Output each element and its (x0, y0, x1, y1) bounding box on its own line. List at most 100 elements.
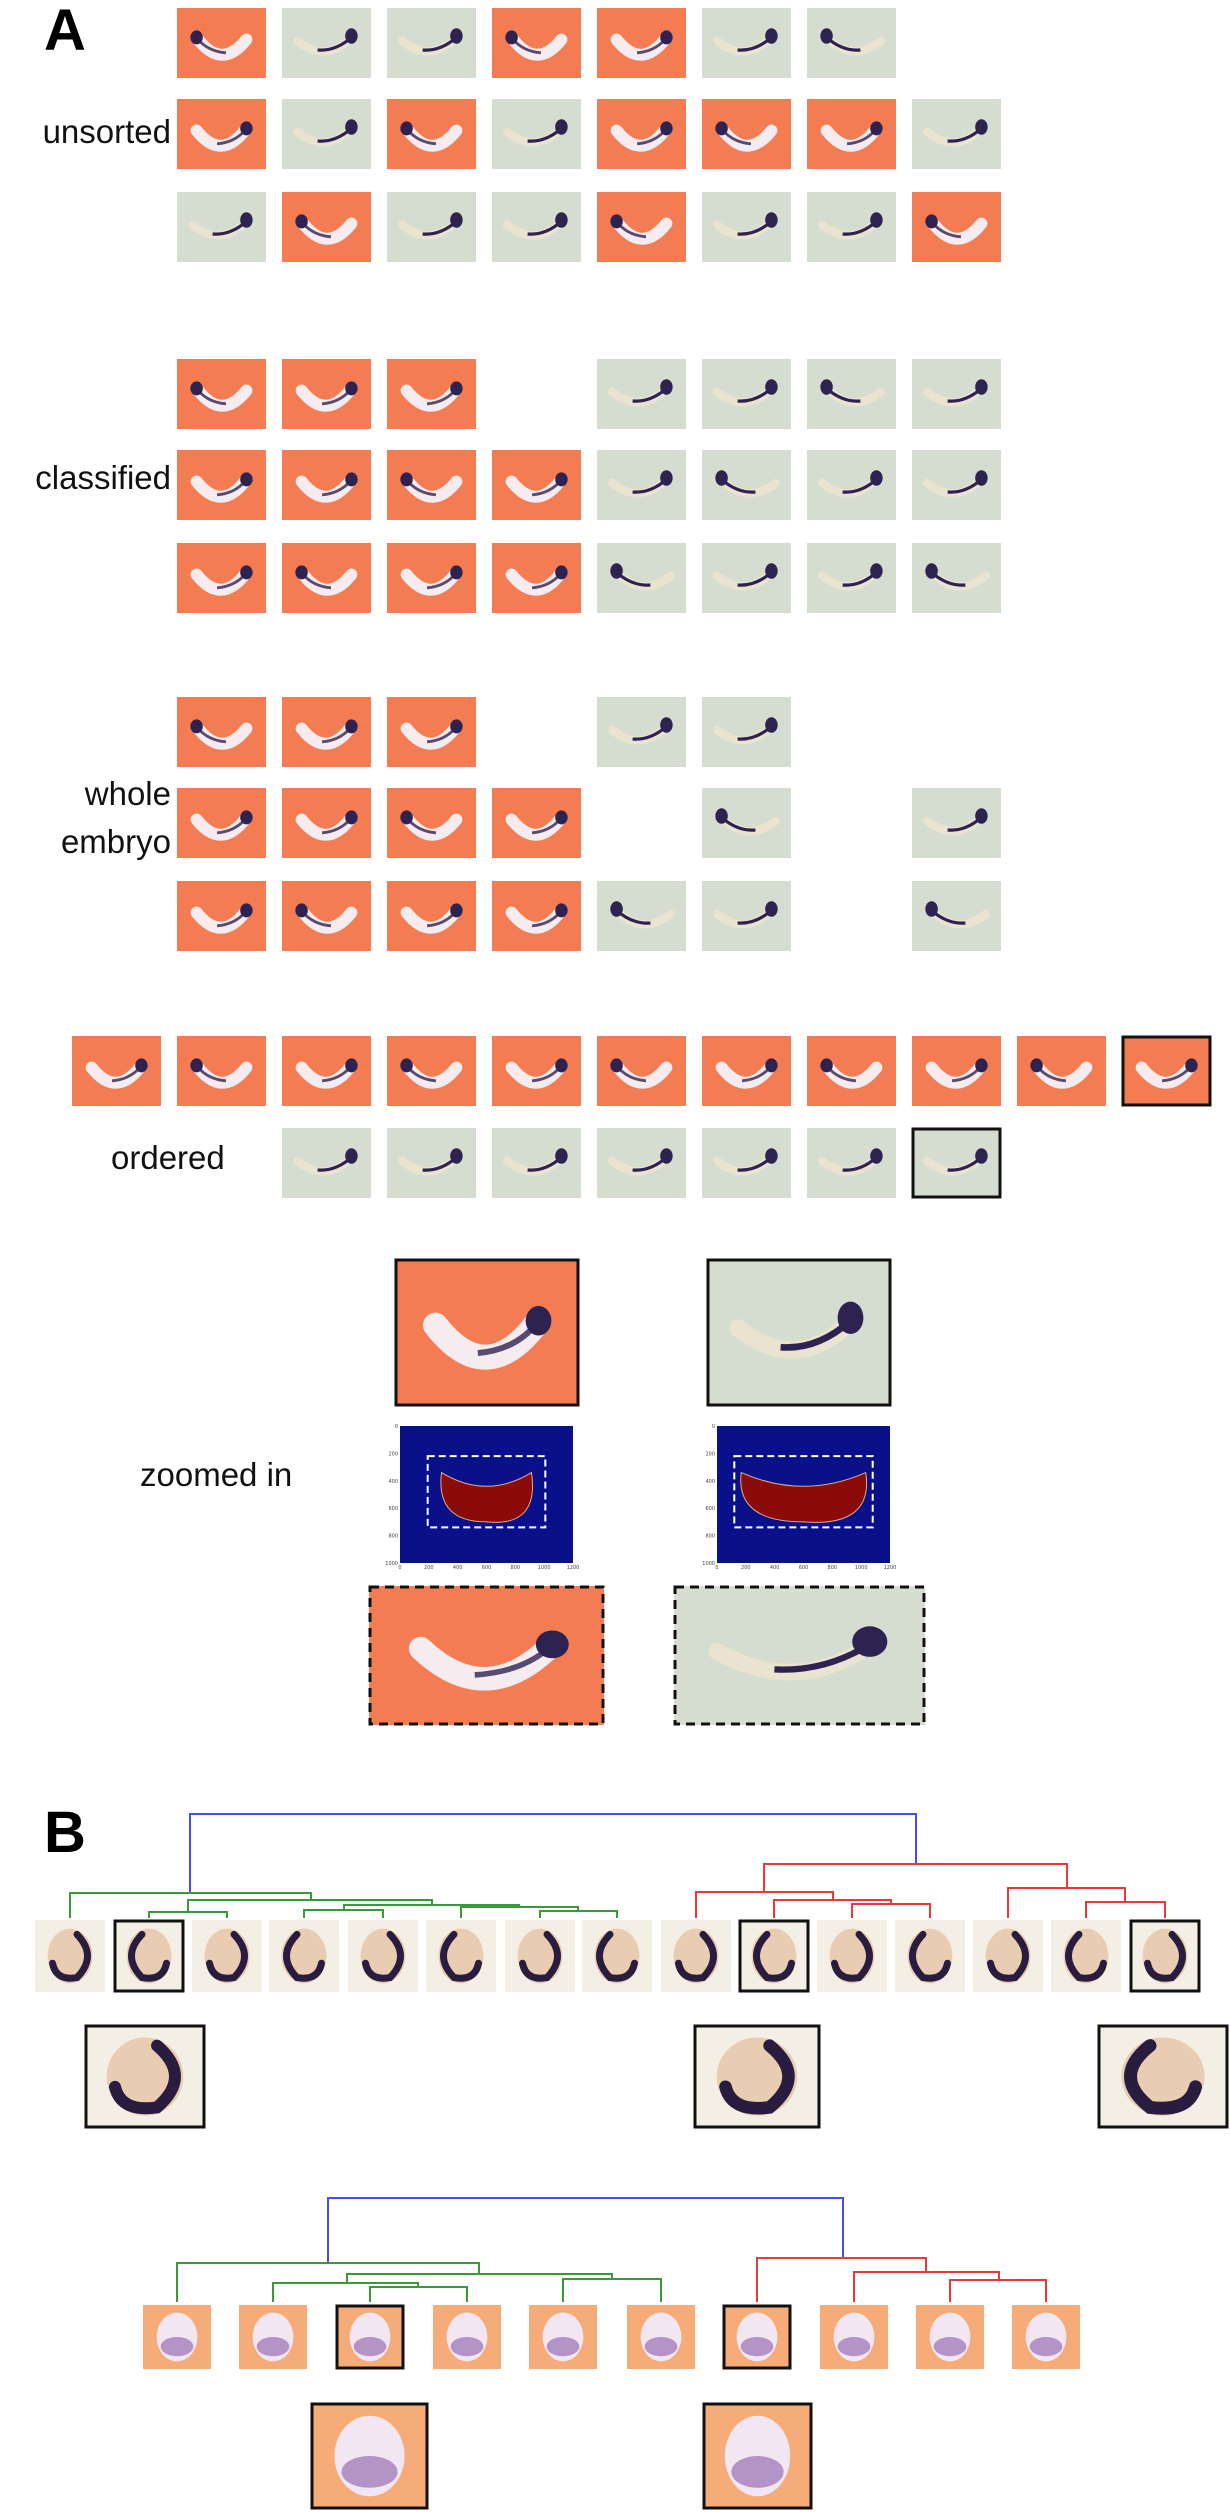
thumbnail-background (1122, 1036, 1211, 1106)
tadpole-head (870, 121, 883, 136)
y-tick-label: 400 (388, 1479, 398, 1485)
y-tick-label: 800 (705, 1534, 715, 1540)
stain-pattern (49, 1930, 91, 1982)
ordered-thumbnail (597, 1128, 686, 1198)
thumbnail-background (282, 192, 371, 262)
thumbnail-background (177, 697, 266, 767)
tadpole-head (240, 121, 253, 136)
unsorted-thumbnail (282, 192, 371, 262)
highlight-frame (673, 1585, 926, 1726)
highlight-frame (693, 2024, 821, 2129)
thumbnail-background (282, 359, 371, 429)
classified-thumbnail (177, 359, 266, 429)
tadpole-head (975, 470, 988, 486)
classified-thumbnail (282, 543, 371, 613)
unsorted-thumbnail (912, 99, 1001, 169)
ordered-thumbnail (807, 1128, 896, 1198)
tadpole-head (975, 1058, 988, 1073)
thumbnail-background (387, 99, 476, 169)
stain-pattern (128, 1930, 170, 1982)
highlight-frame (310, 2402, 429, 2510)
thumbnail-background (369, 1586, 604, 1725)
dendrogram-link (763, 1863, 1068, 1892)
tadpole-head (240, 472, 253, 487)
thumbnail-background (387, 359, 476, 429)
tadpole-head (765, 563, 778, 579)
x-tick-label: 0 (398, 1565, 401, 1571)
thumbnail-background (597, 1036, 686, 1106)
dendrogram-link (1007, 1887, 1126, 1918)
classified-thumbnail (912, 543, 1001, 613)
stain-pattern (909, 1930, 951, 1982)
unsorted-thumbnail (912, 192, 1001, 262)
tadpole-head (345, 119, 358, 135)
tadpole-head (345, 28, 358, 44)
tadpole-head (765, 1148, 778, 1164)
whole-embryo-thumbnail (597, 697, 686, 767)
dendrogram-leaf-image (973, 1920, 1043, 1992)
tadpole-head (975, 808, 988, 824)
tadpole-head (240, 810, 253, 825)
tadpole-head (610, 901, 623, 917)
tadpole-head (1030, 1058, 1043, 1073)
tadpole-head (1185, 1058, 1198, 1073)
thumbnail-background (912, 1036, 1001, 1106)
x-tick-label: 400 (453, 1565, 463, 1571)
panel-label-b: B (44, 1800, 86, 1865)
stain-pattern (933, 2337, 967, 2357)
dendrogram-leaf-image (661, 1920, 731, 1992)
dendrogram-leaf-image (143, 2305, 211, 2369)
dendrogram-leaf-image (916, 2305, 984, 2369)
highlight-frame (1121, 1035, 1212, 1107)
dendrogram-leaf-image (1051, 1920, 1121, 1992)
ordered-thumbnail (597, 1036, 686, 1106)
dendrogram-leaf-image (722, 2304, 792, 2370)
ordered-thumbnail (911, 1127, 1002, 1199)
representative-image (693, 2024, 821, 2129)
dendrogram-link (1085, 1901, 1166, 1918)
stain-pattern (1065, 1930, 1107, 1982)
tadpole-head (660, 717, 673, 733)
stain-pattern (283, 1930, 325, 1982)
unsorted-thumbnail (702, 192, 791, 262)
highlight-frame (738, 1919, 810, 1993)
tadpole-head (450, 719, 463, 734)
unsorted-thumbnail (597, 99, 686, 169)
highlight-frame (702, 2402, 813, 2510)
thumbnail-background (492, 881, 581, 951)
tadpole-head (660, 1148, 673, 1164)
unsorted-thumbnail (282, 99, 371, 169)
ordered-thumbnail (387, 1036, 476, 1106)
highlight-frame (722, 2304, 792, 2370)
classified-thumbnail (387, 543, 476, 613)
tadpole-head (450, 212, 463, 228)
dendrogram-leaf-image (348, 1920, 418, 1992)
thumbnail-background (282, 450, 371, 520)
tadpole-head (610, 563, 623, 579)
x-tick-label: 1000 (538, 1565, 551, 1571)
whole-embryo-thumbnail (282, 788, 371, 858)
dendrogram-link (695, 1891, 834, 1918)
thumbnail-background (387, 543, 476, 613)
classified-thumbnail (597, 450, 686, 520)
tadpole-head (345, 381, 358, 396)
dendrogram-link (69, 1892, 312, 1918)
embryo-mask (740, 1471, 868, 1523)
ordered-thumbnail (492, 1128, 581, 1198)
tadpole-head (345, 472, 358, 487)
tadpole-head (925, 563, 938, 579)
label-unsorted: unsorted (43, 113, 171, 150)
tadpole-head (535, 1630, 569, 1659)
stain-pattern (1124, 2039, 1202, 2115)
tadpole-head (295, 214, 308, 229)
tadpole-head (400, 121, 413, 136)
tadpole-head (345, 1058, 358, 1073)
ordered-thumbnail (177, 1036, 266, 1106)
thumbnail-background (282, 543, 371, 613)
dendrogram-leaf-image (820, 2305, 888, 2369)
thumbnail-background (492, 450, 581, 520)
x-tick-label: 200 (424, 1565, 434, 1571)
classified-thumbnail (807, 543, 896, 613)
